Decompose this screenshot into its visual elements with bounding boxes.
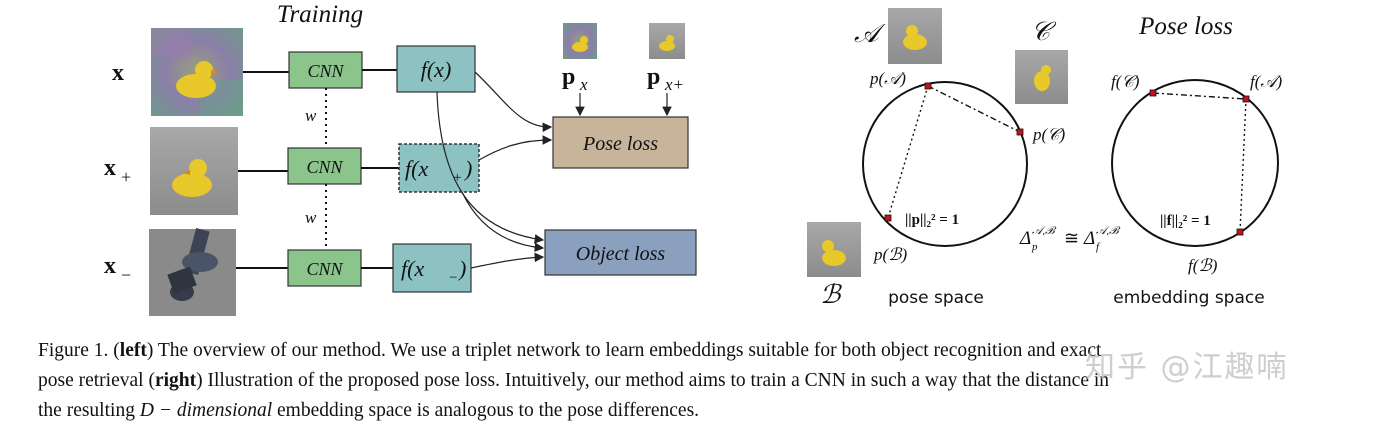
svg-text:CNN: CNN <box>306 157 343 177</box>
watermark: 知乎 @江趣喃 <box>1085 350 1289 385</box>
pose-loss-box: Pose loss <box>552 116 689 169</box>
pose-norm-label: ||p||₂² = 1 <box>905 212 959 228</box>
cnn-box-1: CNN <box>288 51 363 89</box>
svg-text:Object loss: Object loss <box>576 243 666 265</box>
caption-text-3b: embedding space is analogous to the pose… <box>272 400 700 421</box>
image-b <box>807 222 861 277</box>
label-c: 𝒞 <box>1031 17 1057 46</box>
svg-text:p: p <box>562 64 575 90</box>
pose-space-label: pose space <box>888 288 984 308</box>
label-p-c: p(𝒞) <box>1032 125 1066 144</box>
weight-label-1: w <box>305 106 317 125</box>
point-f-b <box>1236 228 1244 236</box>
svg-text:f(x: f(x <box>401 256 424 281</box>
input-label-x-minus: x − <box>104 253 131 285</box>
input-image-robot-part <box>149 227 236 316</box>
svg-text:p: p <box>647 64 660 90</box>
svg-text:Δ: Δ <box>1083 228 1095 249</box>
input-image-noisy-duck <box>151 28 243 116</box>
pose-ref-image <box>649 23 685 59</box>
caption-text-1: ) The overview of our method. We use a t… <box>146 340 1102 361</box>
image-a <box>888 8 942 64</box>
input-label-x: x <box>112 60 124 86</box>
point-f-c <box>1149 89 1157 97</box>
label-a: 𝒜 <box>854 19 886 48</box>
caption-line-2: pose retrieval (right) Illustration of t… <box>38 366 1363 396</box>
label-f-a: f(𝒜) <box>1250 72 1282 91</box>
pose-space-circle <box>862 81 1028 247</box>
caption-line-1: Figure 1. (left) The overview of our met… <box>38 336 1363 366</box>
svg-text:CNN: CNN <box>306 259 343 279</box>
caption-text-2a: pose retrieval ( <box>38 370 155 391</box>
caption-text-2b: ) Illustration of the proposed pose loss… <box>196 370 1110 391</box>
pose-ref-label-px: p x <box>562 64 588 94</box>
input-label-x-plus: x + <box>104 155 131 187</box>
pose-ref-image-noisy <box>563 23 597 59</box>
training-title: Training <box>277 1 363 28</box>
svg-text:x+: x+ <box>664 75 684 94</box>
caption-figure-label: Figure 1. ( <box>38 340 120 361</box>
caption-left-tag: left <box>119 340 147 361</box>
svg-text:−: − <box>449 270 457 286</box>
svg-text:CNN: CNN <box>307 61 344 81</box>
point-f-a <box>1242 95 1250 103</box>
svg-text:x: x <box>112 60 124 86</box>
label-p-b: p(ℬ) <box>873 245 908 264</box>
weight-label-2: w <box>305 208 317 227</box>
cnn-box-2: CNN <box>287 147 362 185</box>
caption-math: D − dimensional <box>139 400 273 421</box>
label-p-a: p(𝒜) <box>869 69 906 88</box>
svg-text:f(x): f(x) <box>421 57 452 82</box>
svg-text:x: x <box>104 253 116 279</box>
label-f-c: f(𝒞) <box>1111 72 1140 91</box>
svg-text:x: x <box>579 75 588 94</box>
feature-box-fx: f(x) <box>396 45 476 93</box>
embedding-space-label: embedding space <box>1113 288 1264 308</box>
pose-loss-title: Pose loss <box>1138 13 1233 40</box>
embedding-norm-label: ||f||₂² = 1 <box>1160 213 1211 229</box>
svg-text:f(x: f(x <box>405 156 428 181</box>
svg-text:𝒜,ℬ: 𝒜,ℬ <box>1032 225 1057 237</box>
svg-text:): ) <box>463 156 472 181</box>
svg-text:): ) <box>457 256 466 281</box>
caption-line-3: the resulting D − dimensional embedding … <box>38 396 1363 426</box>
delta-relation: Δ 𝒜,ℬ p ≅ Δ 𝒜,ℬ f <box>1019 225 1121 253</box>
image-c <box>1015 50 1068 104</box>
feature-box-fx-minus: f(x − ) <box>392 243 472 293</box>
svg-text:+: + <box>121 167 131 187</box>
svg-text:𝒜,ℬ: 𝒜,ℬ <box>1096 225 1121 237</box>
svg-text:≅: ≅ <box>1064 228 1079 248</box>
embedding-space-circle <box>1111 79 1279 247</box>
caption-text-3a: the resulting <box>38 400 140 421</box>
figure-caption: Figure 1. (left) The overview of our met… <box>38 336 1363 426</box>
svg-text:+: + <box>453 170 461 186</box>
cnn-box-3: CNN <box>287 249 362 287</box>
label-b: ℬ <box>820 280 842 309</box>
caption-right-tag: right <box>154 370 197 391</box>
svg-text:Pose loss: Pose loss <box>582 133 658 155</box>
point-p-a <box>924 82 932 90</box>
object-loss-box: Object loss <box>544 229 697 276</box>
pose-ref-label-px-plus: p x+ <box>647 64 684 94</box>
svg-text:f: f <box>1096 241 1101 253</box>
svg-text:x: x <box>104 155 116 181</box>
point-p-c <box>1016 128 1024 136</box>
svg-text:−: − <box>121 265 131 285</box>
input-image-duck <box>150 127 238 215</box>
svg-text:Δ: Δ <box>1019 228 1031 249</box>
svg-text:p: p <box>1031 241 1038 253</box>
feature-box-fx-plus: f(x + ) <box>398 143 480 193</box>
label-f-b: f(ℬ) <box>1188 256 1218 275</box>
figure-graphic: Training x x + x − CNN <box>104 1 1282 316</box>
point-p-b <box>884 214 892 222</box>
